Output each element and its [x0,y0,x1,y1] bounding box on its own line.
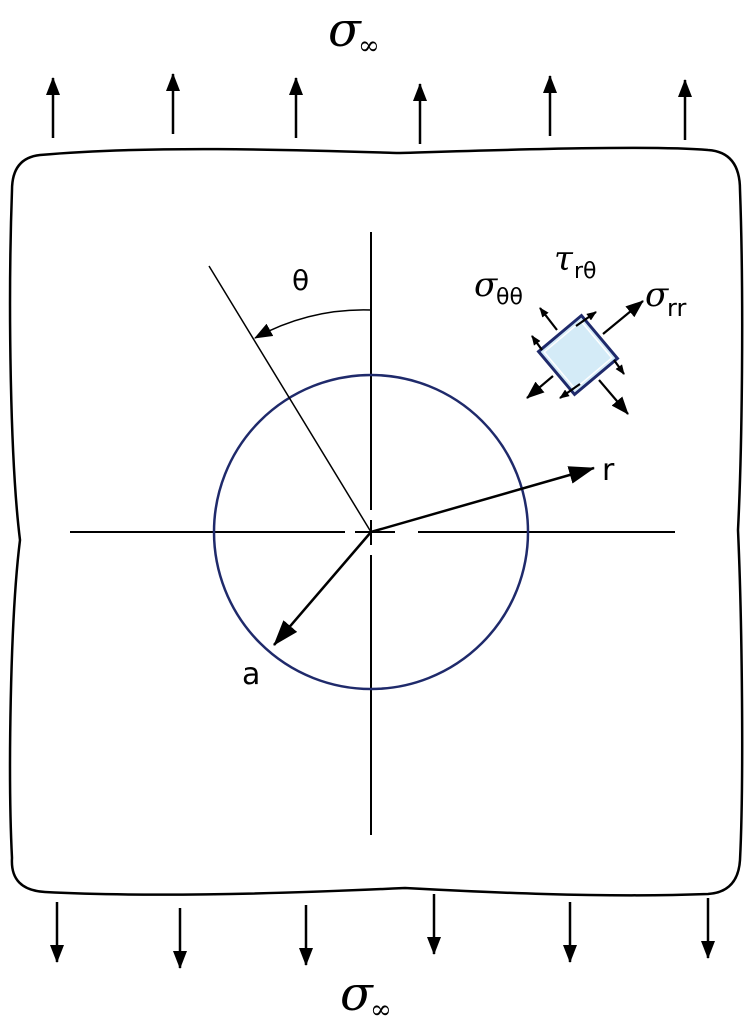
stress-element [526,300,644,415]
top-stress-label: σ ∞ [328,2,380,61]
theta-arc [254,309,372,339]
tau-arrow-1 [575,311,597,327]
bottom-load-arrows [50,894,715,969]
sigma-rr-subscript: rr [667,294,686,322]
r-arrow [370,466,595,534]
sigma-tt-symbol: σ [474,265,498,305]
sigma-tt-arrow-opposite [598,379,629,415]
theta-label: θ [292,264,309,297]
plate-outline [8,146,744,897]
top-infinity-text: ∞ [358,31,380,61]
bottom-sigma-text: σ [340,966,374,1022]
circular-hole [212,373,530,691]
tau-rt-symbol: τ [554,239,574,279]
tau-rt-subscript: rθ [574,259,597,284]
r-label: r [602,453,615,488]
sigma-tt-arrow [539,307,558,331]
top-load-arrows [46,73,692,144]
sigma-theta-theta-label: σ θθ [474,265,523,310]
tau-arrow-2 [559,383,581,399]
tau-arrow-3 [613,359,625,375]
sigma-rr-label: σ rr [645,275,686,322]
center-lines [70,232,675,835]
sigma-rr-arrow-opposite [526,375,554,399]
tau-r-theta-label: τ rθ [554,239,597,284]
stress-element-inner-outline [543,320,613,390]
sigma-rr-arrow [602,300,644,335]
sigma-tt-subscript: θθ [496,285,523,310]
stress-element-icon [536,313,620,397]
top-sigma-text: σ [328,2,362,58]
bottom-stress-label: σ ∞ [340,966,392,1025]
bottom-infinity-text: ∞ [370,995,392,1025]
a-label: a [242,657,260,692]
a-arrow [273,531,372,646]
theta-reference-line [208,265,372,533]
sigma-rr-symbol: σ [645,275,669,315]
tau-arrow-4 [531,335,543,351]
